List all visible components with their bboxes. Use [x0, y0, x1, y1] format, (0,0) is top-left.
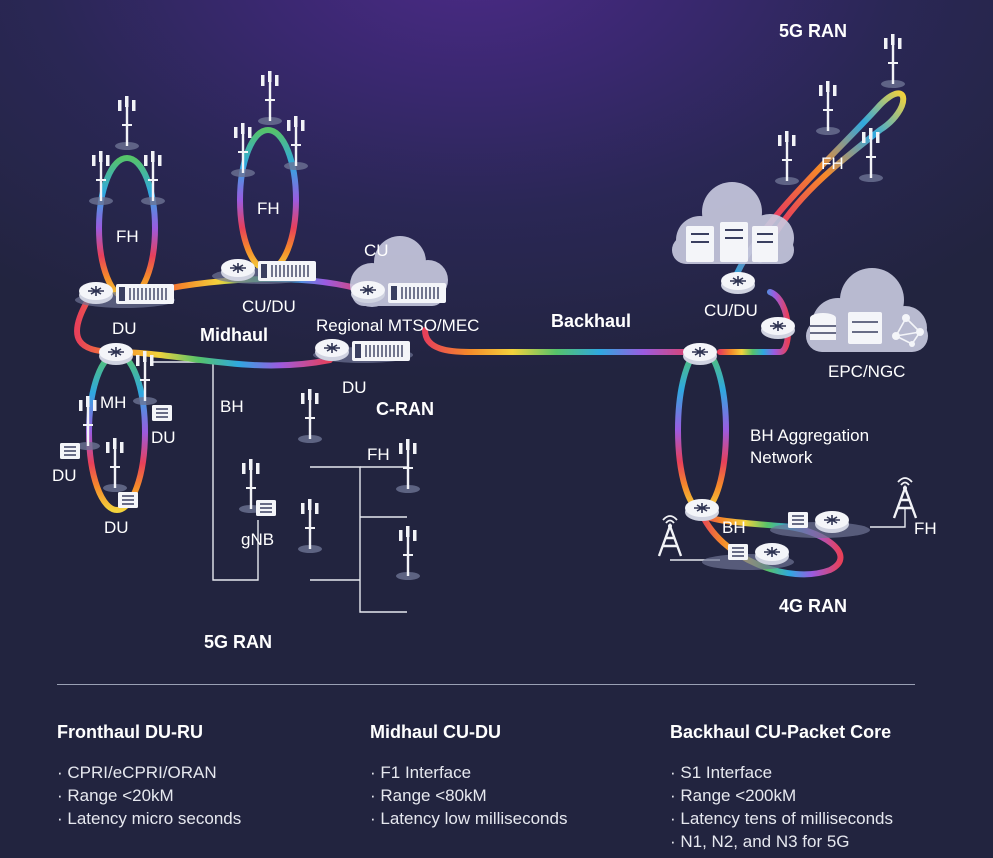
label-bh-right: BH [722, 518, 746, 537]
network-devices [59, 258, 870, 570]
label-fh-right: FH [914, 519, 937, 538]
legend-item: · F1 Interface [370, 763, 472, 782]
label-4g-ran: 4G RAN [779, 596, 848, 616]
label-regional-mtso: Regional MTSO/MEC [316, 316, 480, 335]
legend-item: · S1 Interface [670, 763, 773, 782]
legend-item: · N1, N2, and N3 for 5G [670, 832, 850, 851]
legend-fronthaul-title: Fronthaul DU-RU [57, 722, 203, 742]
label-cudu-mid: CU/DU [242, 297, 296, 316]
label-backhaul: Backhaul [551, 311, 632, 331]
label-midhaul: Midhaul [200, 325, 268, 345]
label-5g-ran-top: 5G RAN [779, 21, 848, 41]
legend-item: · Latency tens of milliseconds [670, 809, 893, 828]
legend-item: · Range <20kM [57, 786, 174, 805]
epc-icons [810, 312, 924, 347]
label-cu: CU [364, 241, 389, 260]
label-fh-cran: FH [367, 445, 390, 464]
label-epc-ngc: EPC/NGC [828, 362, 906, 381]
label-du-cran: DU [342, 378, 367, 397]
legend-midhaul-title: Midhaul CU-DU [370, 722, 501, 742]
label-du-left: DU [112, 319, 137, 338]
label-5g-ran-bottom: 5G RAN [204, 632, 273, 652]
legend-item: · CPRI/eCPRI/ORAN [57, 763, 217, 782]
label-du-mh-right: DU [151, 428, 176, 447]
label-du-mh-bottom: DU [104, 518, 129, 537]
legend-item: · Latency low milliseconds [370, 809, 568, 828]
label-fh-top-right: FH [821, 154, 844, 173]
label-du-mh-left: DU [52, 466, 77, 485]
label-fh-left-2: FH [257, 199, 280, 218]
legend-backhaul: Backhaul CU-Packet Core · S1 Interface ·… [670, 722, 893, 853]
label-mh: MH [100, 393, 127, 412]
label-fh-left-1: FH [116, 227, 139, 246]
legend-item: · Range <80kM [370, 786, 487, 805]
wiring-lines [150, 361, 906, 613]
legend-backhaul-title: Backhaul CU-Packet Core [670, 722, 892, 742]
label-gnb: gNB [241, 530, 275, 549]
datacenter-icon [686, 222, 778, 262]
label-c-ran: C-RAN [376, 399, 434, 419]
legend-fronthaul: Fronthaul DU-RU · CPRI/eCPRI/ORAN · Rang… [57, 722, 241, 830]
divider [57, 684, 915, 685]
label-bh-aggregation: BH Aggregation Network [750, 426, 870, 467]
legend-item: · Range <200kM [670, 786, 797, 805]
legend-item: · Latency micro seconds [57, 809, 242, 828]
label-bh-left: BH [220, 397, 244, 416]
label-cudu-right: CU/DU [704, 301, 758, 320]
legend-midhaul: Midhaul CU-DU · F1 Interface · Range <80… [370, 722, 567, 830]
